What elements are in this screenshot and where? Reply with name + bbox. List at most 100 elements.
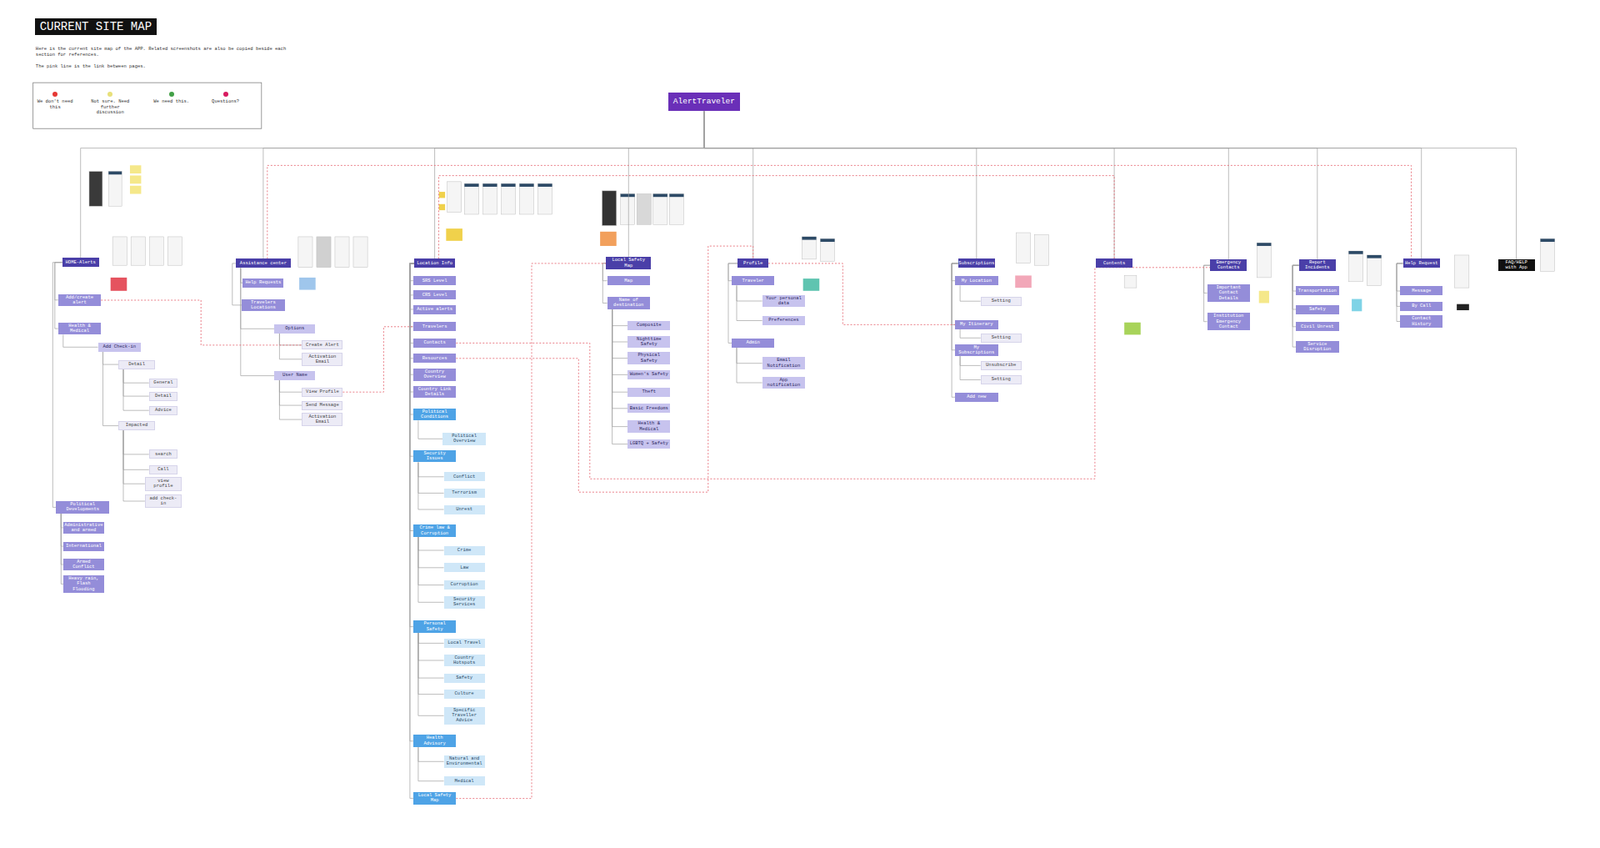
subtopic-box: Country Hotspots: [444, 654, 485, 667]
screenshot-header: [1540, 238, 1555, 242]
tree-connector: [612, 309, 628, 445]
page-link: [455, 267, 1210, 480]
screenshot-header: [1348, 250, 1363, 255]
subpage-box: User Name: [274, 370, 315, 380]
node-text: FAQ/HELP with App: [1500, 260, 1534, 271]
sticky-note: [803, 278, 820, 291]
node-text: Theft: [642, 389, 657, 395]
node-text: Traveler: [741, 278, 764, 284]
subtopic-box: Security Services: [444, 595, 485, 609]
screenshot-thumb: [130, 236, 145, 265]
node-text: Women's Safety: [630, 371, 669, 377]
subpage-box: Your personal data: [762, 295, 805, 308]
screenshot-thumb: [500, 183, 515, 215]
subtopic-box: Political Overview: [442, 432, 485, 445]
screenshot-thumb: [112, 236, 127, 265]
node-text: Personal Safety: [415, 620, 455, 632]
node-text: Add new: [966, 394, 986, 400]
node-text: Basic Freedoms: [630, 405, 669, 411]
node-text: AlertTraveler: [673, 97, 735, 107]
screenshot-thumb: [1124, 275, 1137, 288]
detail-box: Send Message: [301, 400, 343, 410]
screenshot-header: [537, 183, 552, 187]
page-box: Heavy rain, Flash Flooding: [63, 575, 105, 593]
subpage-box: Preferences: [762, 315, 805, 325]
node-text: Important Contact Details: [1209, 285, 1249, 301]
tree-connector: [612, 309, 628, 427]
node-text: Emergency Contacts: [1211, 260, 1245, 271]
help-box: FAQ/HELP with App: [1498, 259, 1535, 272]
node-text: Health Advisory: [415, 735, 455, 746]
screenshot-thumb: [316, 236, 331, 268]
node-text: Help Request: [1405, 260, 1439, 266]
tree-connector: [612, 309, 628, 375]
screenshot-thumb: [636, 194, 651, 225]
detail-box: Advice: [149, 405, 178, 415]
subtopic-box: Medical: [444, 775, 485, 785]
page-box: Institution Emergency Contact: [1207, 312, 1250, 330]
tree-connector: [410, 263, 415, 741]
screenshot-thumb: [602, 190, 617, 226]
node-text: Email Notification: [764, 357, 804, 369]
tree-connector: [736, 347, 763, 364]
node-text: SRS Level: [422, 278, 448, 284]
tree-connector: [960, 355, 981, 380]
page-box: Help Requests: [242, 278, 284, 288]
screenshot-header: [653, 194, 668, 198]
detail-box: Activation Email: [301, 412, 343, 427]
sticky-note: [1259, 290, 1270, 304]
screenshot-header: [1256, 242, 1271, 246]
subpage-box: Nighttime Safety: [627, 335, 670, 349]
page-box: SRS Level: [413, 275, 456, 285]
node-text: Setting: [991, 335, 1011, 340]
detail-box: search: [149, 449, 178, 459]
page-box: Country Overview: [413, 368, 456, 381]
subpage-box: Composite: [627, 320, 670, 330]
screenshot-thumb: [1034, 234, 1049, 265]
node-text: Transportation: [1298, 288, 1337, 294]
section-box: Help Request: [1403, 258, 1440, 268]
page-box: Country Link Details: [413, 385, 456, 399]
detail-box: Create Alert: [301, 340, 343, 350]
page-box: Message: [1400, 285, 1443, 295]
legend-swatch: [223, 91, 229, 97]
screenshot-header: [669, 194, 684, 198]
page-box: My Location: [955, 275, 998, 285]
page-box: Admin: [731, 338, 775, 348]
node-text: Political Developments: [57, 501, 108, 513]
screenshot-thumb: [167, 236, 182, 265]
screenshot-header: [108, 171, 122, 175]
detail-box: View Profile: [301, 387, 343, 397]
tree-connector: [418, 420, 444, 439]
tree-connector: [123, 430, 150, 455]
tree-connector: [612, 309, 628, 359]
tree-connector: [279, 380, 302, 405]
node-text: Nighttime Safety: [629, 336, 669, 348]
tree-connector: [418, 632, 445, 660]
sticky-note: [445, 228, 463, 241]
node-text: Armed Conflict: [65, 559, 103, 570]
topic-box: Political Conditions: [413, 408, 456, 421]
screenshot-thumb: [482, 183, 497, 215]
sticky-note: [1456, 304, 1470, 310]
page-box: Health & Medical: [58, 322, 101, 335]
subpage-box: Options: [274, 324, 315, 334]
tree-connector: [123, 430, 145, 501]
screenshot-header: [801, 236, 816, 240]
tree-connector: [279, 333, 302, 345]
tree-connector: [612, 309, 628, 326]
node-text: General: [153, 380, 173, 385]
tree-connector: [1396, 263, 1404, 307]
page-box: By Call: [1400, 301, 1443, 311]
node-text: Report Incidents: [1300, 260, 1335, 271]
tree-connector: [80, 111, 705, 259]
subtopic-box: Law: [444, 562, 485, 572]
sticky-note: [130, 185, 141, 195]
node-text: Unrest: [455, 506, 473, 512]
screenshot-thumb: [89, 171, 103, 207]
detail-box: Activation Email: [301, 352, 343, 367]
page-box: International: [63, 541, 105, 551]
page-link: [267, 165, 1412, 259]
node-text: Health & Medical: [629, 420, 669, 432]
tree-connector: [123, 430, 150, 470]
